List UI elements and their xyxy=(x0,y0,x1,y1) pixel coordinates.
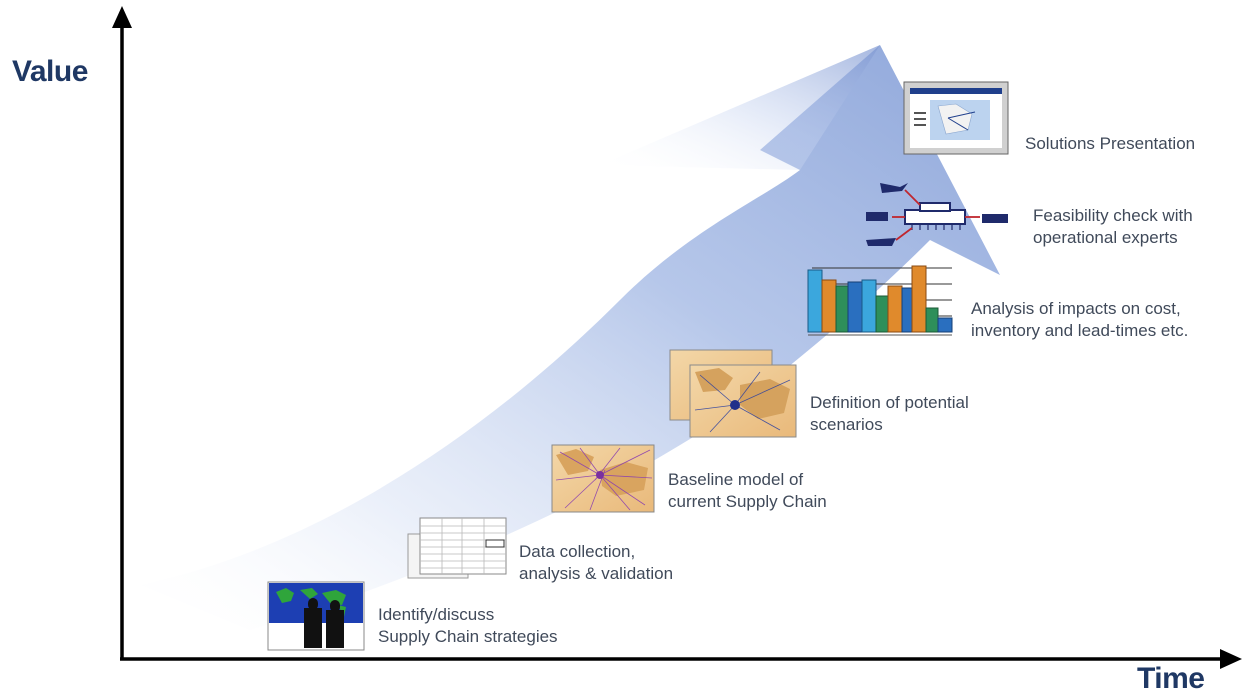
bar-chart-icon xyxy=(807,265,953,336)
step-label-baseline-model: Baseline model of current Supply Chain xyxy=(668,470,827,511)
step-label-impact-analysis: Analysis of impacts on cost, inventory a… xyxy=(971,299,1189,340)
x-axis xyxy=(120,649,1242,669)
step-label-strategies: Identify/discuss Supply Chain strategies xyxy=(378,605,558,646)
step-label-scenarios: Definition of potential scenarios xyxy=(810,393,969,434)
ship-icon xyxy=(866,238,896,246)
strategy-meeting-icon xyxy=(267,581,365,651)
step-label-feasibility-check: Feasibility check with operational exper… xyxy=(1033,206,1193,247)
growth-arrow xyxy=(140,45,1000,630)
logistics-hub-icon xyxy=(866,183,1008,246)
scenario-maps-icon xyxy=(669,349,797,438)
truck-icon xyxy=(866,212,888,221)
step-label-solutions-presentation: Solutions Presentation xyxy=(1025,134,1196,153)
x-axis-title: Time xyxy=(1137,662,1205,695)
y-axis xyxy=(112,6,132,660)
y-axis-arrowhead-icon xyxy=(112,6,132,28)
y-axis-title: Value xyxy=(12,55,88,88)
x-axis-arrowhead-icon xyxy=(1220,649,1242,669)
step-label-data-collection: Data collection, analysis & validation xyxy=(519,542,674,583)
data-sheets-icon xyxy=(407,517,507,579)
presentation-slide-icon xyxy=(903,81,1009,155)
baseline-network-map-icon xyxy=(551,444,655,513)
airplane-icon xyxy=(880,183,908,193)
train-icon xyxy=(982,214,1008,223)
